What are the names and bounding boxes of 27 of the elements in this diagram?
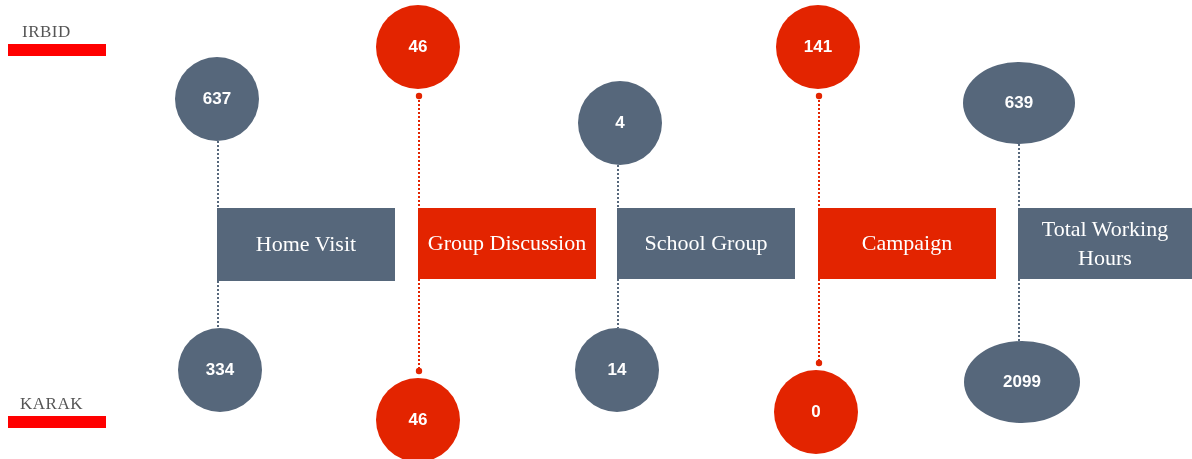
value-circle: 639: [963, 62, 1075, 144]
dotted-connector: [415, 92, 423, 209]
category-box: School Group: [617, 208, 795, 279]
value-circle: 46: [376, 378, 460, 459]
dotted-connector: [617, 278, 619, 329]
dotted-connector: [415, 278, 423, 375]
dotted-connector: [1018, 278, 1020, 342]
dotted-connector: [217, 280, 219, 329]
dotted-connector: [217, 140, 219, 209]
value-circle: 46: [376, 5, 460, 89]
region-label: IRBID: [22, 22, 71, 42]
region-label: KARAK: [20, 394, 83, 414]
category-box: Group Discussion: [418, 208, 596, 279]
dotted-connector: [1018, 143, 1020, 209]
dotted-connector: [617, 164, 619, 209]
value-circle: 637: [175, 57, 259, 141]
dotted-connector: [815, 92, 823, 209]
value-circle: 0: [774, 370, 858, 454]
dotted-connector: [815, 278, 823, 367]
value-circle: 4: [578, 81, 662, 165]
value-circle: 14: [575, 328, 659, 412]
value-circle: 141: [776, 5, 860, 89]
value-circle: 2099: [964, 341, 1080, 423]
category-box: Total Working Hours: [1018, 208, 1192, 279]
category-box: Campaign: [818, 208, 996, 279]
value-circle: 334: [178, 328, 262, 412]
category-box: Home Visit: [217, 208, 395, 281]
